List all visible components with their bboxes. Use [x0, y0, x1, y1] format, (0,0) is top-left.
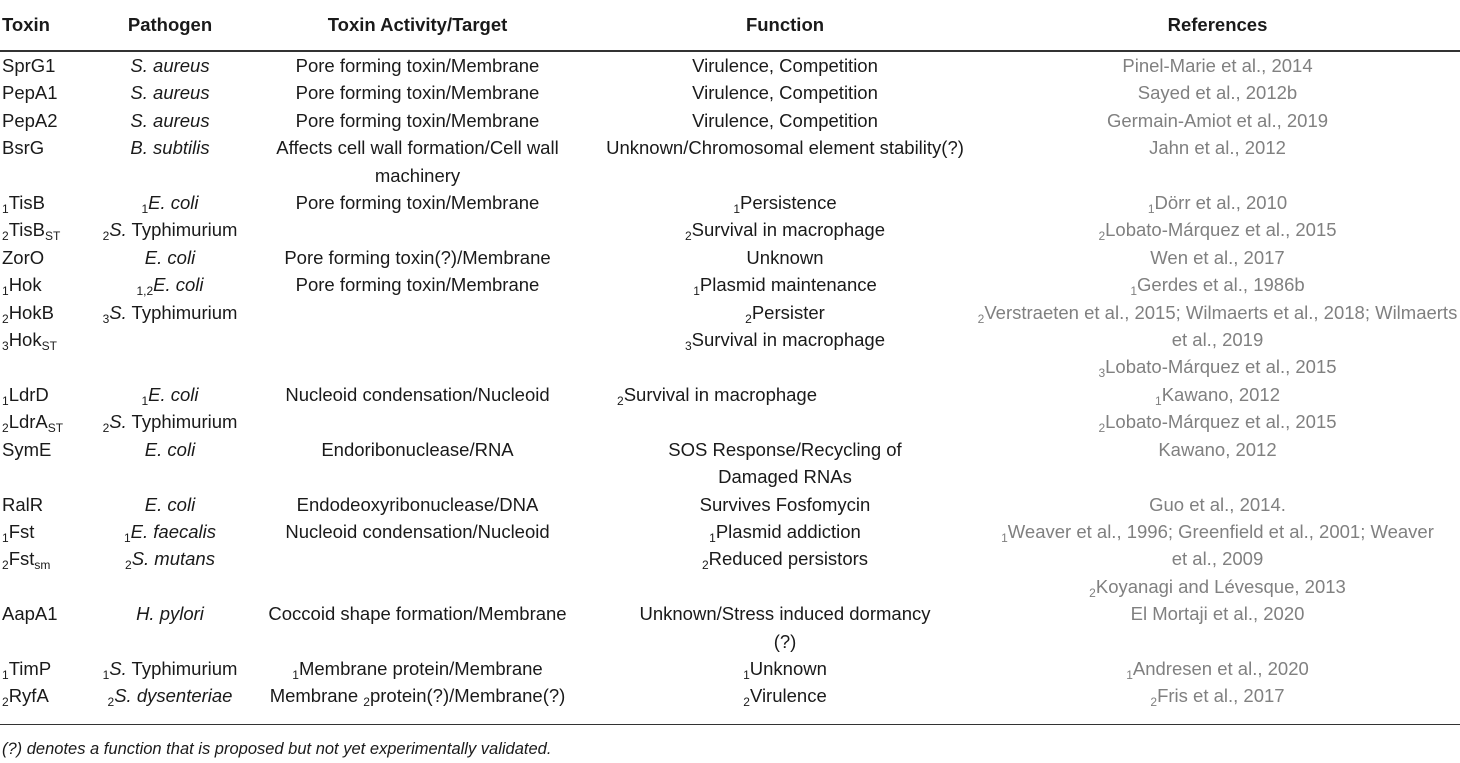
- table-row: 1TisB 2TisBST 1E. coli 2S. Typhimurium P…: [0, 189, 1460, 244]
- cell-pathogen: 1E. coli 2S. Typhimurium: [102, 383, 238, 436]
- cell-pathogen: 1S. Typhimurium 2S. dysenteriae: [102, 657, 238, 710]
- cell-activity: Pore forming toxin/Membrane: [295, 82, 540, 104]
- table-row: 1Fst 2Fstsm 1E. faecalis 2S. mutans Nucl…: [0, 518, 1460, 600]
- table-row: PepA2 S. aureus Pore forming toxin/Membr…: [0, 107, 1460, 134]
- toxin-table: Toxin Pathogen Toxin Activity/Target Fun…: [0, 0, 1460, 714]
- cell-activity: Endodeoxyribonuclease/DNA: [296, 493, 539, 515]
- header-pathogen: Pathogen: [100, 0, 240, 52]
- cell-reference: Germain-Amiot et al., 2019: [1106, 109, 1329, 131]
- cell-activity: Nucleoid condensation/Nucleoid: [285, 520, 550, 542]
- cell-toxin: ZorO: [2, 246, 45, 268]
- cell-function: Survives Fosfomycin: [699, 493, 871, 515]
- header-activity: Toxin Activity/Target: [240, 0, 595, 52]
- cell-reference: 1Gerdes et al., 1986b 2Verstraeten et al…: [977, 274, 1458, 381]
- cell-activity: Pore forming toxin/Membrane: [295, 55, 540, 76]
- cell-reference: 1Andresen et al., 2020 2Fris et al., 201…: [1126, 657, 1309, 710]
- table-row: RalR E. coli Endodeoxyribonuclease/DNA S…: [0, 491, 1460, 518]
- cell-activity: Affects cell wall formation/Cell wall ma…: [276, 137, 559, 186]
- cell-toxin: 1Fst 2Fstsm: [2, 520, 51, 573]
- cell-pathogen: S. aureus: [130, 55, 210, 76]
- cell-function: Unknown/Chromosomal element stability(?): [606, 137, 964, 159]
- cell-toxin: SymE: [2, 438, 52, 460]
- table-row: BsrG B. subtilis Affects cell wall forma…: [0, 134, 1460, 189]
- cell-function: Unknown/Stress induced dormancy (?): [639, 603, 931, 652]
- cell-reference: 1Dörr et al., 2010 2Lobato-Márquez et al…: [1098, 192, 1337, 244]
- cell-pathogen: 1E. coli 2S. Typhimurium: [102, 192, 238, 244]
- table-footnote: (?) denotes a function that is proposed …: [2, 740, 552, 758]
- cell-reference: 1Weaver et al., 1996; Greenfield et al.,…: [1001, 520, 1434, 600]
- cell-function: 1Plasmid addiction 2Reduced persistors: [701, 520, 869, 573]
- cell-pathogen: S. aureus: [130, 109, 210, 131]
- cell-reference: Pinel-Marie et al., 2014: [1122, 55, 1313, 76]
- cell-pathogen: 1,2E. coli 3S. Typhimurium: [102, 274, 238, 326]
- cell-toxin: 1TisB 2TisBST: [2, 192, 61, 244]
- cell-reference: Sayed et al., 2012b: [1137, 82, 1298, 104]
- table-row: AapA1 H. pylori Coccoid shape formation/…: [0, 600, 1460, 655]
- cell-function: 1Unknown 2Virulence: [743, 657, 827, 710]
- cell-pathogen: S. aureus: [130, 82, 210, 104]
- cell-function: Unknown: [746, 246, 824, 268]
- header-toxin: Toxin: [0, 0, 100, 52]
- table-row: SprG1 S. aureus Pore forming toxin/Membr…: [0, 51, 1460, 79]
- cell-function: SOS Response/Recycling of Damaged RNAs: [668, 438, 902, 488]
- table-row: ZorO E. coli Pore forming toxin(?)/Membr…: [0, 244, 1460, 271]
- cell-toxin: BsrG: [2, 137, 45, 159]
- table-bottom-rule: [0, 724, 1460, 725]
- cell-reference: Guo et al., 2014.: [1149, 493, 1286, 515]
- cell-function: 1Persistence 2Survival in macrophage: [684, 192, 885, 244]
- header-row: Toxin Pathogen Toxin Activity/Target Fun…: [0, 0, 1460, 52]
- cell-reference: El Mortaji et al., 2020: [1130, 603, 1305, 625]
- cell-pathogen: E. coli: [144, 493, 196, 515]
- cell-function: 1Plasmid maintenance 2Persister 3Surviva…: [684, 274, 885, 354]
- cell-toxin: AapA1: [2, 603, 58, 625]
- header-references: References: [975, 0, 1460, 52]
- cell-activity: Endoribonuclease/RNA: [321, 438, 514, 460]
- cell-pathogen: B. subtilis: [130, 137, 210, 159]
- cell-function: Virulence, Competition: [692, 82, 878, 104]
- cell-toxin: 1Hok 2HokB 3HokST: [2, 274, 57, 354]
- cell-pathogen: E. coli: [144, 438, 196, 460]
- cell-reference: Kawano, 2012: [1158, 438, 1277, 460]
- cell-reference: Wen et al., 2017: [1150, 246, 1285, 268]
- cell-function: Virulence, Competition: [692, 55, 878, 76]
- cell-activity: Pore forming toxin/Membrane: [295, 109, 540, 131]
- cell-activity: Pore forming toxin(?)/Membrane: [284, 246, 551, 268]
- table-row: 1Hok 2HokB 3HokST 1,2E. coli 3S. Typhimu…: [0, 271, 1460, 381]
- cell-toxin: 1TimP 2RyfA: [2, 657, 52, 710]
- table-row: PepA1 S. aureus Pore forming toxin/Membr…: [0, 79, 1460, 106]
- cell-pathogen: 1E. faecalis 2S. mutans: [123, 520, 217, 573]
- cell-pathogen: E. coli: [144, 246, 196, 268]
- cell-toxin: PepA1: [2, 82, 58, 104]
- cell-pathogen: H. pylori: [136, 603, 204, 625]
- header-function: Function: [595, 0, 975, 52]
- table-row: 1LdrD 2LdrAST 1E. coli 2S. Typhimurium N…: [0, 381, 1460, 436]
- table-row: SymE E. coli Endoribonuclease/RNA SOS Re…: [0, 436, 1460, 491]
- cell-activity: Nucleoid condensation/Nucleoid: [285, 383, 550, 405]
- cell-activity: Pore forming toxin/Membrane: [295, 274, 540, 296]
- cell-activity: Coccoid shape formation/Membrane: [268, 603, 567, 625]
- cell-toxin: PepA2: [2, 109, 58, 131]
- table-row: 1TimP 2RyfA 1S. Typhimurium 2S. dysenter…: [0, 655, 1460, 714]
- cell-function: Virulence, Competition: [692, 109, 878, 131]
- cell-activity: Pore forming toxin/Membrane: [295, 192, 540, 214]
- cell-reference: 1Kawano, 2012 2Lobato-Márquez et al., 20…: [1098, 383, 1337, 436]
- cell-toxin: RalR: [2, 493, 44, 515]
- cell-toxin: 1LdrD 2LdrAST: [2, 383, 64, 436]
- cell-toxin: SprG1: [2, 55, 56, 76]
- cell-function: 2Survival in macrophage: [617, 383, 818, 408]
- cell-reference: Jahn et al., 2012: [1149, 137, 1286, 159]
- cell-activity: 1Membrane protein/Membrane Membrane 2pro…: [269, 657, 566, 710]
